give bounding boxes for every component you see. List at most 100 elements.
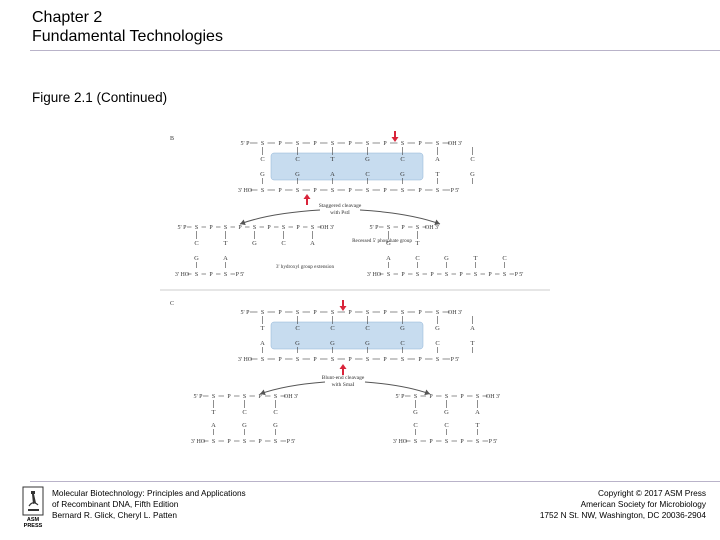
panel-c-label: C [170, 301, 174, 307]
panel-c-left-fragment-top-base: C [273, 409, 277, 416]
panel-b-duplex-bottom-strand-label: S [331, 188, 334, 194]
panel-b-right-fragment-bottom-base: A [386, 255, 391, 262]
panel-c-right-fragment-top-strand-label: P [460, 394, 464, 400]
panel-c-left-fragment-top-strand-label: S [212, 394, 215, 400]
panel-b-left-fragment-bottom-base: G [194, 255, 199, 262]
panel-b-duplex-top-strand-label: OH 3' [448, 141, 462, 147]
product-arrow-left-head [260, 389, 266, 396]
panel-c-left-fragment-bottom-base: G [242, 422, 247, 429]
panel-b-right-fragment-top-strand-label: S [416, 225, 419, 231]
panel-b-left-fragment-top-base: C [194, 240, 198, 247]
panel-c-right-fragment-top-base: A [475, 409, 480, 416]
panel-c-duplex-top-base: T [261, 325, 265, 332]
cleavage-arrow-bottom [303, 194, 311, 199]
panel-c-left-fragment-bottom-strand-label: S [243, 439, 246, 445]
restriction-cleavage-diagram: B 5' P S P S P S P S P S P S OH 3' 3' HO S P S P S P S P S P S P 5… [160, 131, 550, 445]
panel-b-label: B [170, 136, 174, 142]
panel-c-duplex-bottom-base: G [330, 340, 335, 347]
panel-b-duplex-top-base: T [331, 156, 335, 163]
panel-c-right-fragment-bottom-strand-label: S [445, 439, 448, 445]
product-arrow-left [259, 381, 326, 395]
header-rule [30, 50, 720, 51]
panel-c-right-fragment-bottom-base: C [413, 422, 417, 429]
panel-b-duplex-top-base: A [435, 156, 440, 163]
panel-b-left-fragment-top-strand-label: 5' P [178, 225, 188, 231]
panel-c-right-fragment-bottom-base: T [476, 422, 480, 429]
panel-c-duplex-bottom-base: G [365, 340, 370, 347]
panel-b-duplex-bottom-strand-label: P [313, 188, 317, 194]
panel-b-left-fragment-bottom-base: A [223, 255, 228, 262]
panel-b-duplex-bottom-strand-label: P [383, 188, 387, 194]
panel-b-duplex-bottom-strand-label: S [261, 188, 264, 194]
panel-b-duplex-top-strand-label: P [383, 141, 387, 147]
panel-c-left-fragment-top-base: T [212, 409, 216, 416]
figure-title: Figure 2.1 (Continued) [32, 90, 168, 105]
panel-b-duplex-top-base: C [260, 156, 264, 163]
panel-b-duplex-top-strand-label: P [348, 141, 352, 147]
panel-c-duplex-bottom-strand-label: P [383, 357, 387, 363]
panel-c-duplex-top-strand-label: 5' P [241, 310, 251, 316]
panel-b-duplex-top-base: C [470, 156, 474, 163]
panel-c-duplex-top-strand-label: S [366, 310, 369, 316]
panel-c-left-fragment-bottom-strand-label: P [227, 439, 231, 445]
panel-c-left-fragment-top-strand-label: S [274, 394, 277, 400]
panel-b-right-fragment-bottom-strand-label: P 5' [515, 272, 524, 278]
panel-b-right-fragment-bottom-base: C [502, 255, 506, 262]
panel-c-duplex-top-base: A [470, 325, 475, 332]
product-arrow-right [359, 209, 441, 225]
panel-b-right-fragment-bottom-strand-label: 3' HO [367, 272, 382, 278]
panel-c-duplex-top-strand-label: S [261, 310, 264, 316]
panel-c-duplex-top-strand-label: S [401, 310, 404, 316]
panel-c-left-fragment-bottom-base: G [273, 422, 278, 429]
panel-b-left-fragment-top-base: A [310, 240, 315, 247]
panel-c-duplex-bottom-strand-label: S [436, 357, 439, 363]
panel-b-right-fragment-bottom-strand-label: P [459, 272, 463, 278]
panel-b-right-fragment-bottom-strand-label: S [503, 272, 506, 278]
panel-b-duplex-top-strand-label: P [418, 141, 422, 147]
panel-c-duplex-bottom-strand-label: P [278, 357, 282, 363]
panel-c-right-fragment-bottom-strand-label: P [460, 439, 464, 445]
panel-c-right-fragment-bottom-strand-label: S [476, 439, 479, 445]
book-title-line-1: Molecular Biotechnology: Principles and … [52, 488, 246, 498]
panel-c-duplex-bottom-base: C [400, 340, 404, 347]
enzyme-label-c: with SmaI [332, 382, 355, 388]
book-authors: Bernard R. Glick, Cheryl L. Patten [52, 510, 177, 520]
panel-b-left-fragment-top-strand-label: S [224, 225, 227, 231]
footer-rule [30, 481, 720, 482]
panel-b-duplex-bottom-strand-label: S [401, 188, 404, 194]
copyright-block: Copyright © 2017 ASM Press American Soci… [540, 488, 706, 521]
panel-b-duplex-top-strand-label: S [366, 141, 369, 147]
panel-b-right-fragment-top-base: G [386, 240, 391, 247]
panel-b-duplex-bottom-base: G [295, 171, 300, 178]
panel-b-duplex-bottom-strand-label: S [436, 188, 439, 194]
panel-b-left-fragment-bottom-strand-label: S [224, 272, 227, 278]
panel-b-left-fragment-top-base: T [224, 240, 228, 247]
panel-b-right-fragment-bottom-strand-label: P [401, 272, 405, 278]
panel-c-duplex-bottom-strand-label: S [261, 357, 264, 363]
panel-b-duplex-top-strand-label: P [278, 141, 282, 147]
copyright-text: Copyright © 2017 ASM Press [597, 488, 706, 498]
society-address: 1752 N St. NW, Washington, DC 20036-2904 [539, 510, 706, 520]
chapter-title: Chapter 2 [32, 9, 103, 26]
book-citation: Molecular Biotechnology: Principles and … [52, 488, 246, 521]
panel-b-right-fragment-top-strand-label: 5' P [370, 225, 380, 231]
panel-c-duplex-bottom-strand-label: 3' HO [238, 357, 253, 363]
panel-b-right-fragment-bottom-strand-label: S [474, 272, 477, 278]
panel-c-left-fragment-top-strand-label: 5' P [194, 394, 204, 400]
panel-b-left-fragment-bottom-strand-label: 3' HO [175, 272, 190, 278]
panel-c-duplex-bottom-base: G [295, 340, 300, 347]
panel-c-duplex-top-strand-label: P [278, 310, 282, 316]
panel-b-duplex-bottom-base: C [365, 171, 369, 178]
microscope-icon [22, 486, 44, 516]
panel-b-duplex-top-strand-label: S [436, 141, 439, 147]
panel-b-right-fragment-top-strand-label: P [401, 225, 405, 231]
panel-c-duplex-bottom-base: T [471, 340, 475, 347]
panel-b-right-fragment-bottom-strand-label: P [430, 272, 434, 278]
logo-text: ASM PRESS [23, 517, 43, 529]
panel-b-duplex-top-strand-label: S [261, 141, 264, 147]
panel-c-duplex-top-strand-label: P [348, 310, 352, 316]
asm-press-logo: ASM PRESS [22, 486, 44, 532]
panel-b-duplex-bottom-base: G [260, 171, 265, 178]
panel-c-right-fragment-top-strand-label: S [476, 394, 479, 400]
panel-c-left-fragment-bottom-strand-label: 3' HO [191, 439, 206, 445]
